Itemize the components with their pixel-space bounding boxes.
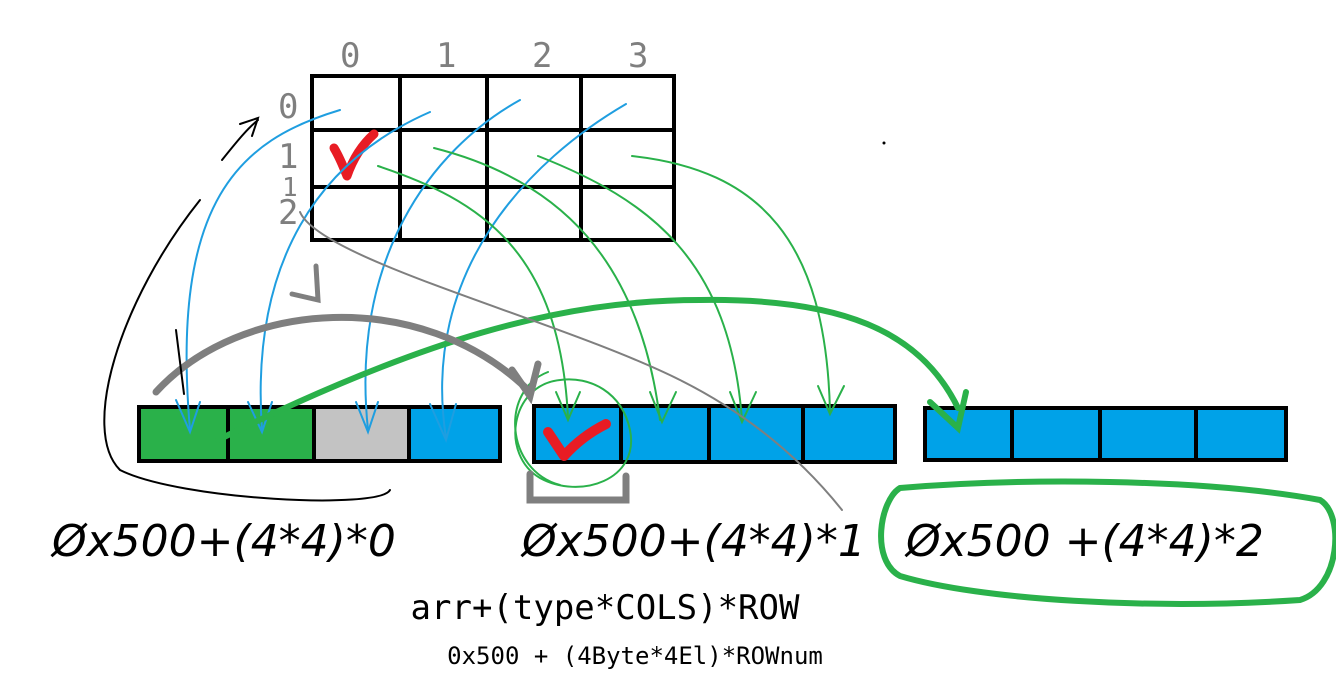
memory-row-1	[532, 404, 897, 464]
address-row-1: Øx500+(4*4)*1	[520, 516, 866, 567]
arrow-line	[221, 119, 259, 161]
row-labels: 0 1 2 1	[278, 87, 298, 233]
arrow-line	[631, 155, 831, 413]
address-row-2: Øx500 +(4*4)*2	[904, 516, 1264, 567]
memory-block-border	[923, 406, 1288, 462]
row-bracket	[526, 470, 630, 504]
arrow-head-icon	[175, 399, 201, 435]
address-row-0: Øx500+(4*4)*0	[50, 516, 396, 567]
offset-arrows	[152, 211, 843, 511]
memory-block-border	[532, 404, 897, 464]
grid-border	[310, 74, 676, 242]
memory-cell	[925, 408, 1286, 460]
stray-dot	[882, 141, 886, 145]
arrow-line	[537, 155, 743, 421]
arrow-line	[185, 109, 341, 431]
highlight-loop	[878, 478, 1336, 607]
memory-block-border	[137, 405, 502, 463]
arrow-head-icon	[355, 401, 379, 435]
array-grid	[310, 74, 676, 242]
arrow-head-icon	[555, 391, 581, 423]
arrow-head-icon	[927, 389, 969, 434]
arrow-head-icon	[429, 403, 457, 443]
col-label-1: 1	[436, 36, 456, 76]
memory-cell	[409, 407, 500, 461]
row-label-correction: 1	[282, 173, 298, 203]
arrow-line	[175, 329, 185, 395]
col-label-0: 0	[340, 36, 360, 76]
checkmark-icon	[543, 419, 611, 461]
column-labels: 0 1 2 3	[340, 36, 648, 76]
highlight-circle	[514, 378, 633, 488]
row0-mapping-arrows	[175, 99, 627, 443]
address-arrow	[103, 116, 391, 502]
arrow-head-icon	[729, 391, 757, 425]
arrow-line	[259, 111, 431, 431]
arrow-head-icon	[239, 116, 260, 137]
concrete-address-formula: 0x500 + (4Byte*4El)*ROWnum	[447, 642, 823, 670]
row-label-2: 2	[278, 193, 298, 233]
arrow-line	[433, 147, 661, 421]
checkmark-icon	[329, 129, 379, 181]
arrow-tick	[289, 263, 321, 304]
arrow-line	[299, 211, 843, 511]
arrow-line	[364, 99, 521, 431]
col-label-3: 3	[628, 36, 648, 76]
address-labels: Øx500+(4*4)*0 Øx500+(4*4)*1 Øx500 +(4*4)…	[50, 516, 1264, 567]
col-label-2: 2	[532, 36, 552, 76]
row1-mapping-arrows	[377, 147, 845, 488]
arrow-line	[441, 103, 627, 439]
arrow-line	[103, 199, 391, 502]
row-label-1: 1	[278, 137, 298, 177]
arrow-head-icon	[508, 360, 542, 405]
arrow-line	[152, 314, 532, 396]
arrow-line	[377, 165, 569, 419]
arrow-head-icon	[817, 385, 845, 417]
memory-row-2	[923, 406, 1288, 462]
row2-mapping-arrow	[215, 296, 1336, 607]
arrow-head-icon	[247, 401, 273, 435]
arrow-line	[215, 296, 961, 443]
arrow-head-icon	[649, 391, 677, 425]
row-label-0: 0	[278, 87, 298, 127]
generic-address-formula: arr+(type*COLS)*ROW	[410, 588, 800, 628]
